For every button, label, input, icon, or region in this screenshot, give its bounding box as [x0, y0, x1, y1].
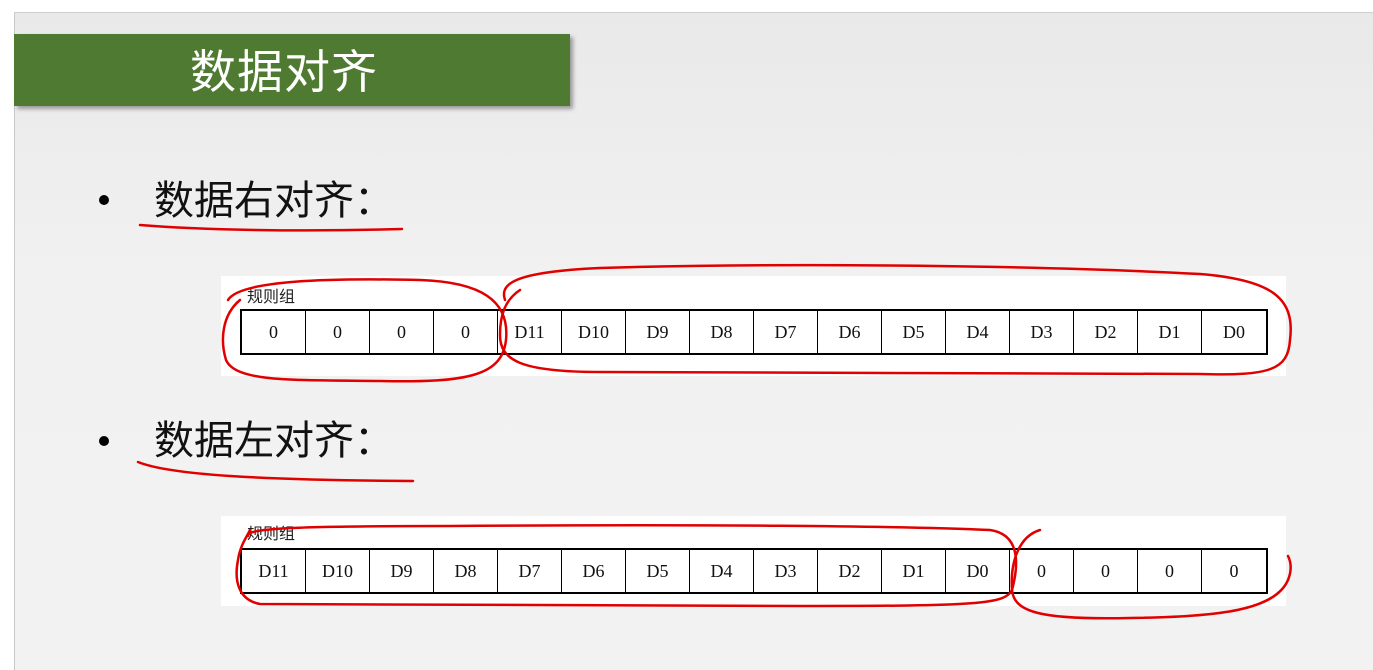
register-cell: D0	[1223, 321, 1245, 342]
register-cell: D2	[818, 550, 882, 592]
register-cell: 0	[1138, 550, 1202, 592]
title-bar	[14, 34, 570, 106]
register-cell: D8	[690, 311, 754, 353]
heading-right-align: 数据右对齐：	[154, 178, 394, 224]
register-cell: 0	[370, 311, 434, 353]
register-cell: D5	[882, 311, 946, 353]
register-cell: D4	[690, 550, 754, 592]
register-cell: D5	[626, 550, 690, 592]
register-cell: D9	[370, 550, 434, 592]
register-cell: D6	[562, 550, 626, 592]
register-cell: D0	[946, 550, 1010, 592]
register-cell: D9	[626, 311, 690, 353]
register-cell: D11	[242, 550, 306, 592]
bullet-icon	[99, 195, 109, 205]
panel-label: 规则组	[247, 524, 296, 543]
heading-left-align: 数据左对齐：	[154, 418, 394, 464]
panel-label: 规则组	[247, 287, 296, 306]
register-cell: D1	[882, 550, 946, 592]
register-cell: D6	[818, 311, 882, 353]
register-cell: D8	[434, 550, 498, 592]
register-cell: 0	[1229, 560, 1239, 581]
register-cell: 0	[306, 311, 370, 353]
register-cell: D3	[1010, 311, 1074, 353]
register-cell: D10	[306, 550, 370, 592]
register-cell: 0	[242, 311, 306, 353]
register-cell: D7	[498, 550, 562, 592]
register-cell: D4	[946, 311, 1010, 353]
register-cell: D3	[754, 550, 818, 592]
bullet-icon	[99, 436, 109, 446]
register-cell: 0	[1010, 550, 1074, 592]
register-cell: 0	[1074, 550, 1138, 592]
register-cell: D1	[1138, 311, 1202, 353]
register-cell: D10	[562, 311, 626, 353]
slide-title: 数据对齐	[190, 45, 378, 99]
register-cell: D2	[1074, 311, 1138, 353]
register-cell: 0	[434, 311, 498, 353]
register-cell: D7	[754, 311, 818, 353]
register-cell: D11	[498, 311, 562, 353]
